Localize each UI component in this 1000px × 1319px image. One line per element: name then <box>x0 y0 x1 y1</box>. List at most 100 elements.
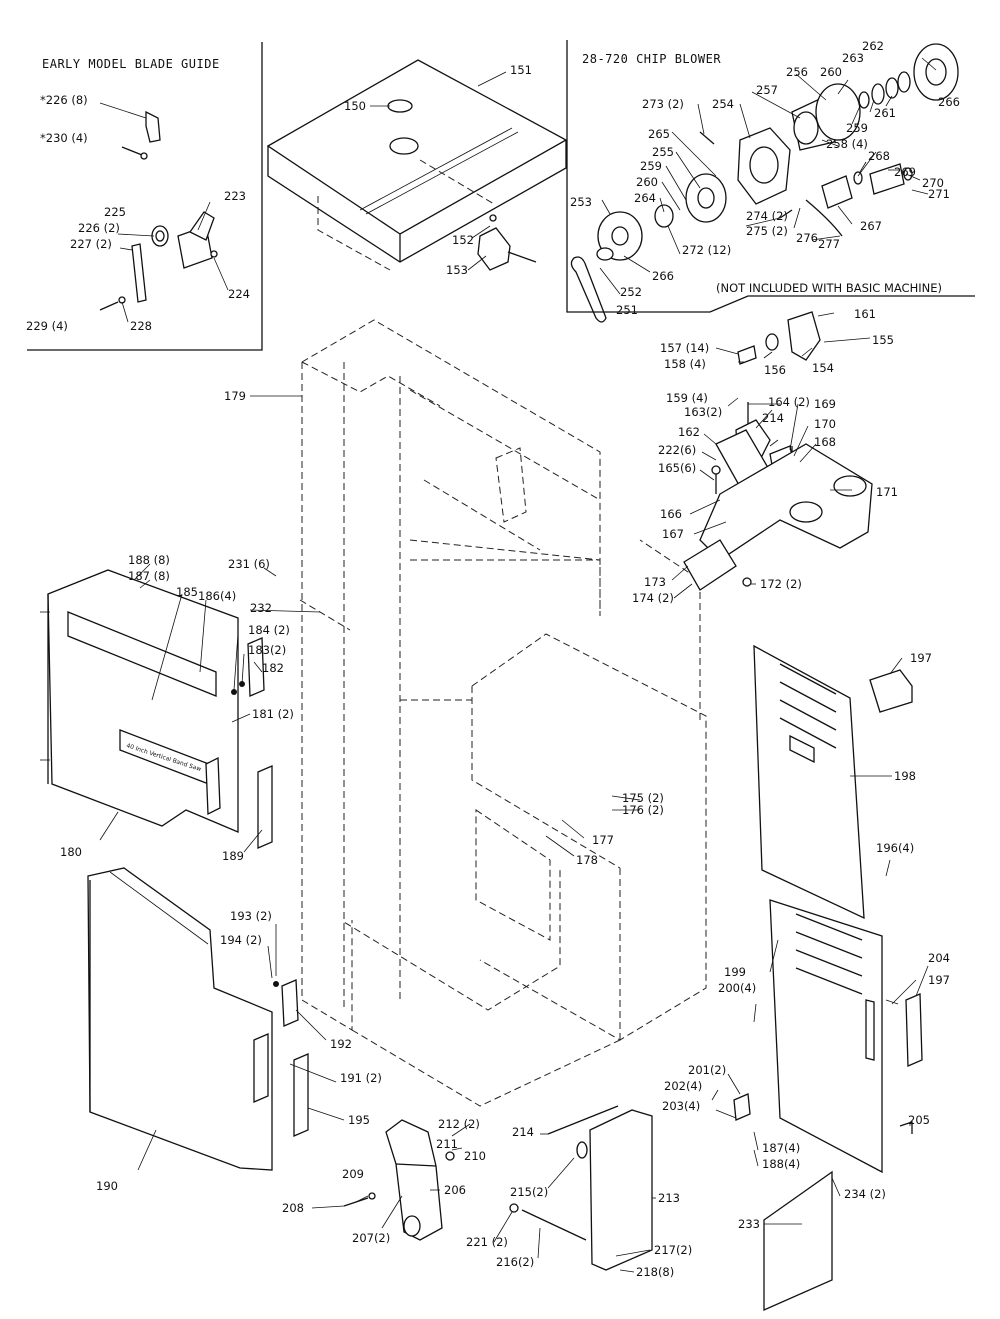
callout: 192 <box>330 1037 352 1051</box>
callout: 188(4) <box>762 1157 800 1171</box>
callout: 162 <box>678 425 700 439</box>
callout: 168 <box>814 435 836 449</box>
callout: 214 <box>512 1125 534 1139</box>
callout: 198 <box>894 769 916 783</box>
callout: 271 <box>928 187 950 201</box>
callout: 213 <box>658 1191 680 1205</box>
callout: 210 <box>464 1149 486 1163</box>
callout: 159 (4) <box>666 391 708 405</box>
callout: 197 <box>910 651 932 665</box>
callout: 190 <box>96 1179 118 1193</box>
callout: 196(4) <box>876 841 914 855</box>
callout-labels: *226 (8) *230 (4) 223 225 226 (2) 227 (2… <box>26 39 960 1279</box>
blade-guard-bracket <box>343 1119 455 1241</box>
callout: 263 <box>842 51 864 65</box>
callout: 158 (4) <box>664 357 706 371</box>
upper-guide-assembly <box>683 311 873 591</box>
callout: 206 <box>444 1183 466 1197</box>
callout: 176 (2) <box>622 803 664 817</box>
callout: 227 (2) <box>70 237 112 251</box>
callout: 164 (2) <box>768 395 810 409</box>
callout: 182 <box>262 661 284 675</box>
callout: 260 <box>820 65 842 79</box>
callout: 267 <box>860 219 882 233</box>
callout: 232 <box>250 601 272 615</box>
side-panel-lower <box>733 899 923 1174</box>
callout: 163(2) <box>684 405 722 419</box>
inset-right-note: (NOT INCLUDED WITH BASIC MACHINE) <box>716 281 942 295</box>
callout: 260 <box>636 175 658 189</box>
callout: *226 (8) <box>40 93 88 107</box>
callout: 223 <box>224 189 246 203</box>
saw-table <box>266 59 568 271</box>
callout: 252 <box>620 285 642 299</box>
callout: 211 <box>436 1137 458 1151</box>
callout: 269 <box>894 165 916 179</box>
callout: 222(6) <box>658 443 696 457</box>
callout: 170 <box>814 417 836 431</box>
callout: 268 <box>868 149 890 163</box>
mounting-plate <box>509 1105 653 1271</box>
callout: 167 <box>662 527 684 541</box>
callout: 189 <box>222 849 244 863</box>
callout: 272 (12) <box>682 243 731 257</box>
callout: 184 (2) <box>248 623 290 637</box>
callout: 255 <box>652 145 674 159</box>
callout: 233 <box>738 1217 760 1231</box>
callout: 177 <box>592 833 614 847</box>
callout: 185 <box>176 585 198 599</box>
callout: 231 (6) <box>228 557 270 571</box>
callout: 178 <box>576 853 598 867</box>
callout: 208 <box>282 1201 304 1215</box>
callout: 166 <box>660 507 682 521</box>
callout: *230 (4) <box>40 131 88 145</box>
callout: 155 <box>872 333 894 347</box>
inset-left-title: EARLY MODEL BLADE GUIDE <box>42 57 220 71</box>
callout: 215(2) <box>510 1185 548 1199</box>
callout: 197 <box>928 973 950 987</box>
callout: 266 <box>652 269 674 283</box>
callout: 207(2) <box>352 1231 390 1245</box>
callout: 199 <box>724 965 746 979</box>
side-panel-upper <box>753 644 913 920</box>
callout: 216(2) <box>496 1255 534 1269</box>
callout: 251 <box>616 303 638 317</box>
callout: 200(4) <box>718 981 756 995</box>
leader-lines <box>99 57 937 1273</box>
callout: 273 (2) <box>642 97 684 111</box>
callout: 253 <box>570 195 592 209</box>
callout: 203(4) <box>662 1099 700 1113</box>
callout: 174 (2) <box>632 591 674 605</box>
callout: 262 <box>862 39 884 53</box>
callout: 156 <box>764 363 786 377</box>
callout: 218(8) <box>636 1265 674 1279</box>
callout: 254 <box>712 97 734 111</box>
upper-door: 40 Inch Vertical Band Saw <box>40 569 273 849</box>
early-model-blade-guide-inset: EARLY MODEL BLADE GUIDE <box>27 42 263 351</box>
callout: 209 <box>342 1167 364 1181</box>
callout: 217(2) <box>654 1243 692 1257</box>
callout: 150 <box>344 99 366 113</box>
callout: 171 <box>876 485 898 499</box>
callout: 157 (14) <box>660 341 709 355</box>
callout: 187 (8) <box>128 569 170 583</box>
callout: 154 <box>812 361 834 375</box>
callout: 195 <box>348 1113 370 1127</box>
callout: 259 <box>846 121 868 135</box>
callout: 221 (2) <box>466 1235 508 1249</box>
callout: 187(4) <box>762 1141 800 1155</box>
inset-right-title: 28-720 CHIP BLOWER <box>582 52 721 66</box>
callout: 183(2) <box>248 643 286 657</box>
callout: 173 <box>644 575 666 589</box>
callout: 264 <box>634 191 656 205</box>
callout: 261 <box>874 106 896 120</box>
callout: 228 <box>130 319 152 333</box>
callout: 275 (2) <box>746 224 788 238</box>
callout: 172 (2) <box>760 577 802 591</box>
saw-frame <box>299 319 707 1107</box>
callout: 161 <box>854 307 876 321</box>
callout: 201(2) <box>688 1063 726 1077</box>
callout: 274 (2) <box>746 209 788 223</box>
trunnion <box>477 214 537 271</box>
